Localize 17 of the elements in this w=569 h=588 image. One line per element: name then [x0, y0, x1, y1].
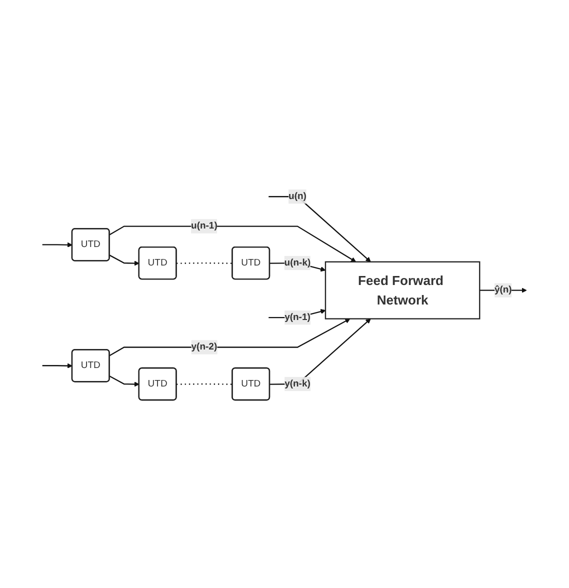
edge-label: y(n-1): [284, 312, 310, 322]
connector: [176, 384, 232, 386]
arrow: [109, 376, 140, 387]
edge-label: y(n-2): [191, 342, 218, 352]
edge-label: ŷ(n): [494, 285, 512, 296]
edge-label: u(n-1): [191, 221, 218, 232]
node-box: Feed Forward Network: [324, 261, 480, 320]
arrow: [109, 226, 356, 262]
edge-label: y(n-k): [284, 378, 310, 389]
arrow: [42, 242, 72, 248]
arrow: [109, 318, 350, 356]
arrow: [109, 254, 140, 266]
arrow: [42, 363, 72, 369]
edge-label: u(n): [288, 191, 306, 202]
connector: [176, 262, 232, 264]
edge-label: u(n-k): [284, 258, 311, 268]
arrow: [268, 196, 371, 262]
